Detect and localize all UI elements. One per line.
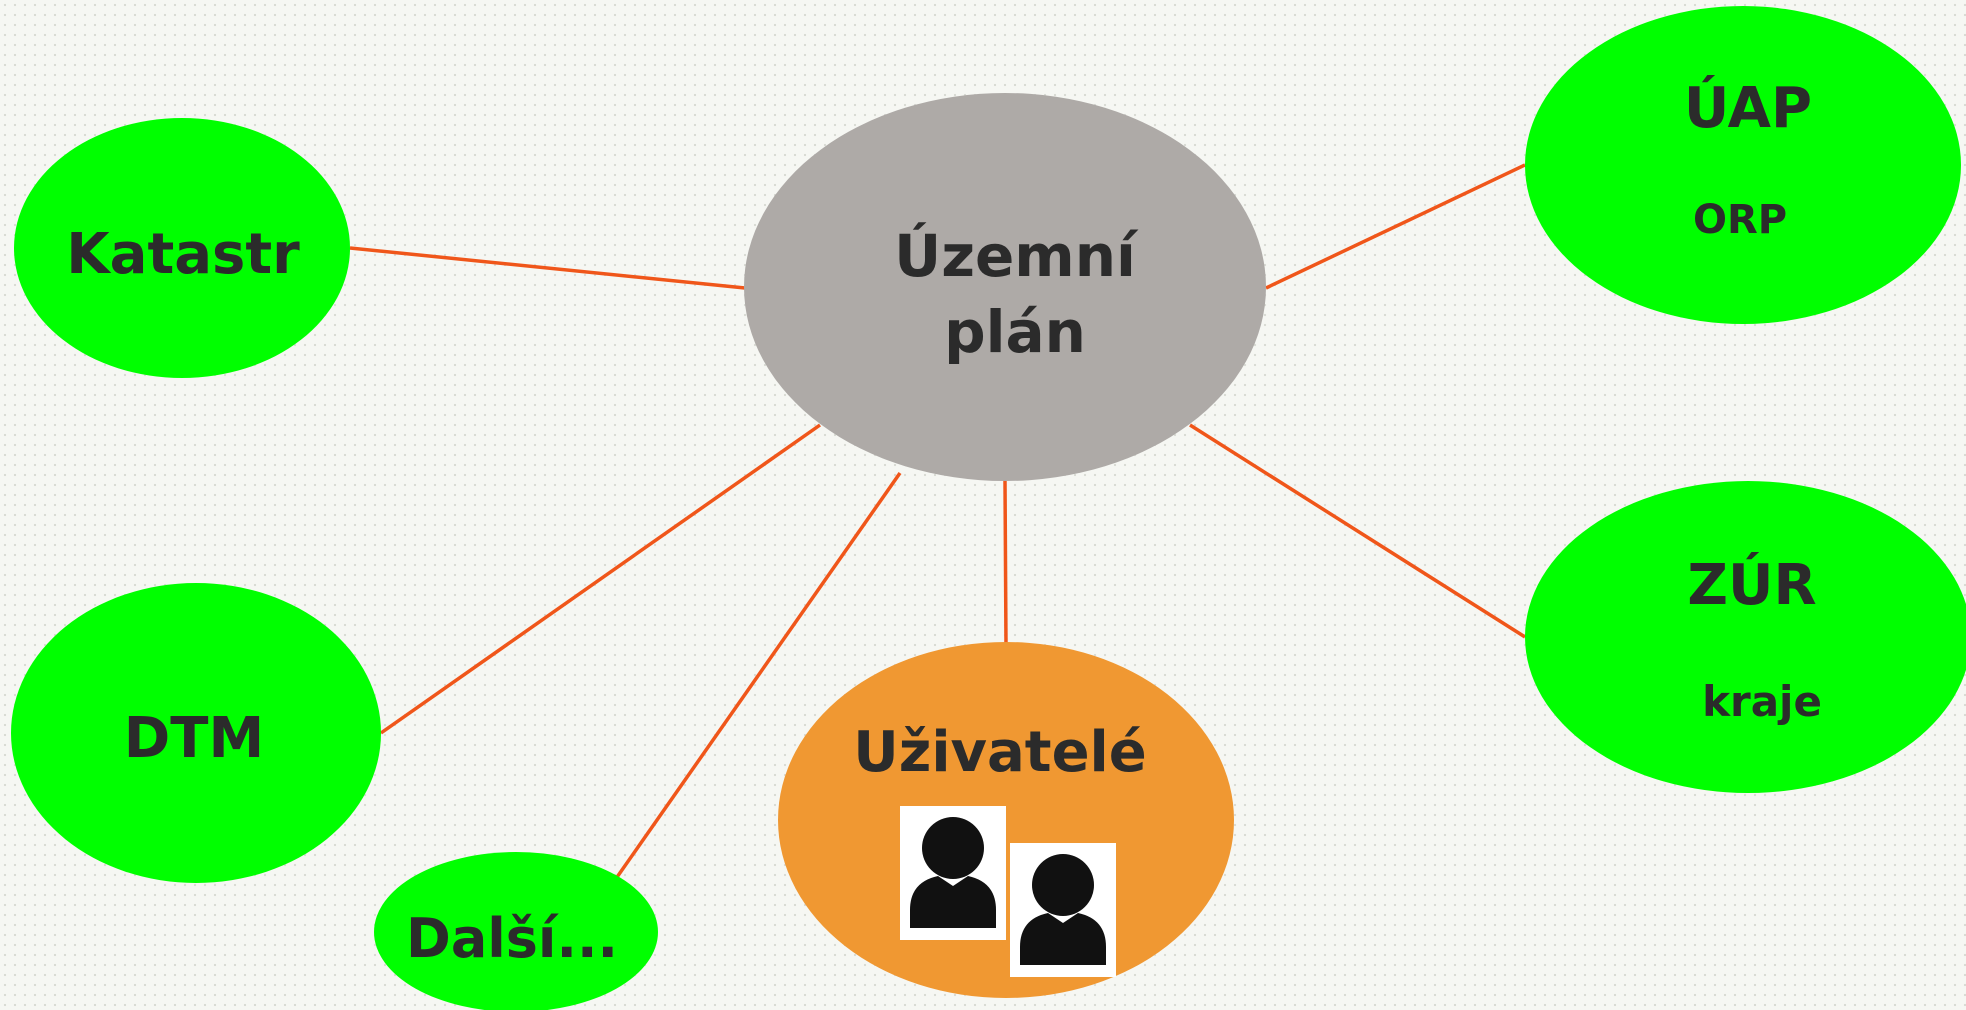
node-zur-title: ZÚR — [1687, 553, 1816, 618]
connector-dtm — [379, 423, 822, 735]
node-uap-subtitle: ORP — [1693, 197, 1787, 243]
connector-uap — [1265, 163, 1526, 290]
node-dalsi-shape — [374, 852, 658, 1010]
node-uap-shape — [1525, 6, 1961, 324]
node-zur-shape — [1525, 481, 1966, 793]
connector-lines — [349, 163, 1526, 882]
node-uap: ÚAP ORP — [1525, 6, 1961, 324]
node-dtm: DTM — [11, 583, 381, 883]
user-icon — [1010, 843, 1116, 977]
connector-katastr — [349, 246, 746, 290]
center-node: Územní plán — [744, 93, 1266, 481]
node-dalsi: Další... — [374, 852, 658, 1010]
node-zur-subtitle: kraje — [1702, 677, 1822, 726]
user-icon — [900, 806, 1006, 940]
node-zur: ZÚR kraje — [1525, 481, 1966, 793]
node-uzivatele: Uživatelé — [778, 642, 1234, 998]
node-dtm-label: DTM — [124, 706, 264, 771]
connector-uzivatele — [1003, 480, 1008, 646]
node-katastr: Katastr — [14, 118, 350, 378]
connector-dalsi — [613, 471, 902, 882]
node-katastr-shape — [14, 118, 350, 378]
node-uap-title: ÚAP — [1684, 76, 1812, 141]
center-node-title-line1: Územní — [894, 221, 1139, 290]
node-dtm-shape — [11, 583, 381, 883]
node-katastr-label: Katastr — [66, 222, 300, 287]
center-node-shape — [744, 93, 1266, 481]
center-node-title-line2: plán — [944, 298, 1086, 366]
node-dalsi-label: Další... — [406, 907, 618, 970]
connector-zur — [1189, 423, 1526, 639]
node-uzivatele-label: Uživatelé — [853, 720, 1146, 785]
